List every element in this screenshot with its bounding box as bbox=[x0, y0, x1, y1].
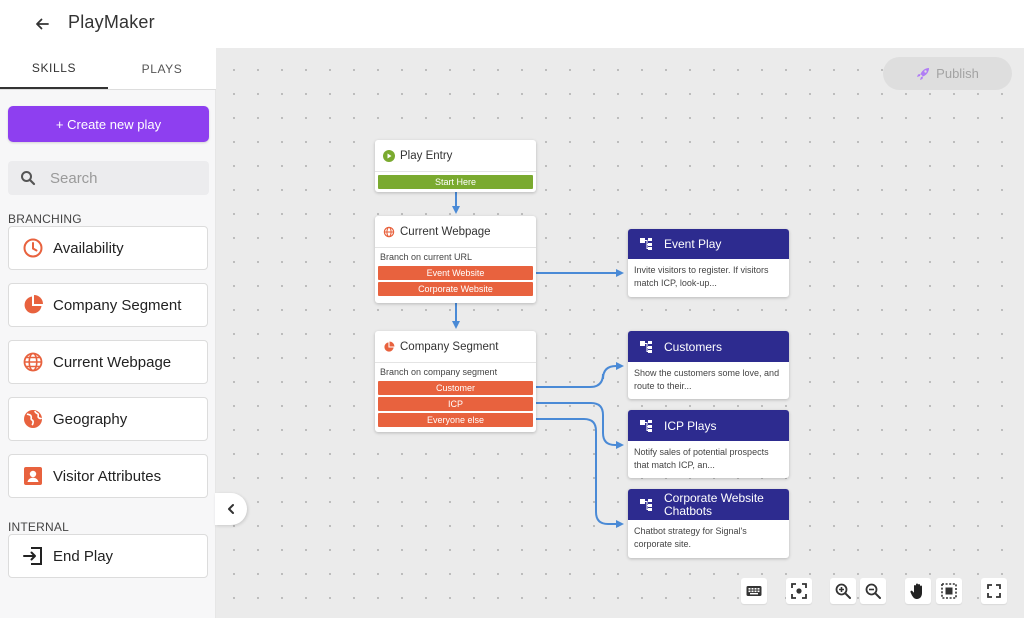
play-description: Notify sales of potential prospects that… bbox=[634, 447, 769, 470]
branch-customer[interactable]: Customer bbox=[378, 381, 533, 395]
globe-icon bbox=[21, 350, 45, 374]
search-icon bbox=[21, 171, 36, 186]
skill-end-play[interactable]: End Play bbox=[8, 534, 208, 578]
branch-event-website[interactable]: Event Website bbox=[378, 266, 533, 280]
branch-start-here[interactable]: Start Here bbox=[378, 175, 533, 189]
skill-geography[interactable]: Geography bbox=[8, 397, 208, 441]
section-label-branching: BRANCHING bbox=[8, 212, 82, 226]
play-node-customers[interactable]: Customers Show the customers some love, … bbox=[628, 331, 789, 399]
flow-tree-icon bbox=[640, 498, 652, 511]
play-header: Event Play bbox=[628, 229, 789, 259]
skill-label: Company Segment bbox=[53, 296, 182, 314]
keyboard-icon bbox=[746, 586, 762, 596]
node-company-segment[interactable]: Company Segment Branch on company segmen… bbox=[375, 331, 536, 432]
node-current-webpage[interactable]: Current Webpage Branch on current URL Ev… bbox=[375, 216, 536, 303]
play-title: ICP Plays bbox=[664, 418, 717, 433]
play-title: Customers bbox=[664, 339, 723, 354]
play-description: Invite visitors to register. If visitors… bbox=[634, 265, 769, 288]
clock-icon bbox=[21, 236, 45, 260]
top-bar: PlayMaker bbox=[0, 0, 1024, 48]
node-header: Play Entry bbox=[375, 140, 536, 172]
node-title: Company Segment bbox=[400, 340, 499, 353]
play-title: Event Play bbox=[664, 237, 722, 251]
branch-icp[interactable]: ICP bbox=[378, 397, 533, 411]
create-new-play-button[interactable]: + Create new play bbox=[8, 106, 209, 142]
fullscreen-icon bbox=[987, 584, 1001, 598]
skill-label: Visitor Attributes bbox=[53, 467, 162, 485]
globe-icon bbox=[383, 226, 395, 237]
play-description: Show the customers some love, and route … bbox=[634, 368, 780, 391]
chevron-left-icon bbox=[228, 504, 234, 514]
collapse-sidebar-button[interactable] bbox=[215, 493, 247, 525]
section-label-internal: INTERNAL bbox=[8, 520, 69, 534]
skill-company-segment[interactable]: Company Segment bbox=[8, 283, 208, 327]
skill-availability[interactable]: Availability bbox=[8, 226, 208, 270]
flow-tree-icon bbox=[640, 419, 652, 432]
sidebar: SKILLS PLAYS + Create new play BRANCHING… bbox=[0, 48, 216, 618]
skill-visitor-attributes[interactable]: Visitor Attributes bbox=[8, 454, 208, 498]
skill-label: Geography bbox=[53, 410, 128, 428]
play-circle-icon bbox=[383, 149, 395, 162]
tab-plays[interactable]: PLAYS bbox=[141, 61, 183, 76]
skill-label: End Play bbox=[53, 547, 114, 565]
exit-icon bbox=[21, 544, 45, 568]
publish-button[interactable]: Publish bbox=[883, 57, 1012, 90]
fullscreen-button[interactable] bbox=[981, 578, 1007, 604]
pie-chart-icon bbox=[384, 341, 395, 352]
play-node-event-play[interactable]: Event Play Invite visitors to register. … bbox=[628, 229, 789, 297]
person-badge-icon bbox=[21, 464, 45, 488]
pan-mode-button[interactable] bbox=[905, 578, 931, 604]
branch-corporate-website[interactable]: Corporate Website bbox=[378, 282, 533, 296]
app-title: PlayMaker bbox=[68, 12, 155, 32]
skill-current-webpage[interactable]: Current Webpage bbox=[8, 340, 208, 384]
tab-skills[interactable]: SKILLS bbox=[0, 48, 108, 89]
node-header: Company Segment bbox=[375, 331, 536, 363]
node-header: Current Webpage bbox=[375, 216, 536, 248]
zoom-in-button[interactable] bbox=[830, 578, 856, 604]
pie-chart-icon bbox=[21, 293, 45, 317]
node-subtitle: Branch on current URL bbox=[380, 252, 473, 262]
play-node-corporate-website-chatbots[interactable]: Corporate Website Chatbots Chatbot strat… bbox=[628, 489, 789, 558]
play-title: Corporate Website Chatbots bbox=[664, 490, 764, 518]
skill-label: Current Webpage bbox=[53, 353, 172, 371]
sidebar-tabs: SKILLS PLAYS bbox=[0, 48, 216, 90]
zoom-in-icon bbox=[835, 583, 851, 599]
back-button[interactable] bbox=[30, 12, 54, 36]
publish-label: Publish bbox=[936, 66, 979, 81]
fit-view-button[interactable] bbox=[786, 578, 812, 604]
flow-tree-icon bbox=[640, 238, 652, 250]
fit-view-icon bbox=[791, 583, 807, 599]
zoom-out-button[interactable] bbox=[860, 578, 886, 604]
select-mode-button[interactable] bbox=[936, 578, 962, 604]
search-input[interactable] bbox=[50, 169, 200, 187]
play-node-icp-plays[interactable]: ICP Plays Notify sales of potential pros… bbox=[628, 410, 789, 478]
play-header: ICP Plays bbox=[628, 410, 789, 441]
rocket-icon bbox=[917, 67, 930, 80]
flow-canvas[interactable] bbox=[216, 48, 1024, 618]
play-header: Customers bbox=[628, 331, 789, 362]
hand-pan-icon bbox=[910, 583, 922, 599]
zoom-out-icon bbox=[865, 583, 881, 599]
search-box bbox=[8, 161, 209, 195]
node-title: Current Webpage bbox=[400, 225, 491, 238]
arrow-left-icon bbox=[36, 18, 49, 30]
play-description: Chatbot strategy for Signal's corporate … bbox=[634, 526, 747, 549]
node-subtitle: Branch on company segment bbox=[380, 367, 498, 377]
keyboard-shortcuts-button[interactable] bbox=[741, 578, 767, 604]
earth-icon bbox=[21, 407, 45, 431]
play-header: Corporate Website Chatbots bbox=[628, 489, 789, 520]
skill-label: Availability bbox=[53, 239, 124, 257]
select-area-icon bbox=[941, 583, 957, 599]
flow-tree-icon bbox=[640, 340, 652, 353]
node-play-entry[interactable]: Play Entry Start Here bbox=[375, 140, 536, 192]
branch-everyone-else[interactable]: Everyone else bbox=[378, 413, 533, 427]
node-title: Play Entry bbox=[400, 149, 453, 162]
